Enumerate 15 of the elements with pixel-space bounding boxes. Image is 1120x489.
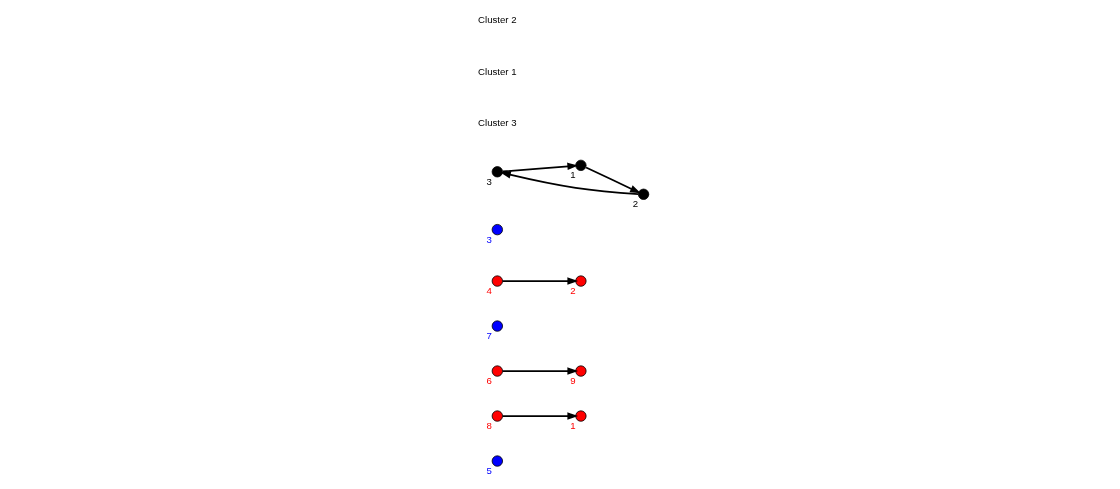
node-label: 3 bbox=[486, 233, 492, 245]
label: Cluster 3 bbox=[478, 117, 517, 129]
node-label: 5 bbox=[486, 464, 492, 476]
node-label: 8 bbox=[486, 419, 492, 431]
node-label: 1 bbox=[570, 419, 576, 431]
label: Cluster 1 bbox=[478, 65, 517, 77]
node-label: 9 bbox=[570, 374, 576, 386]
node-label: 4 bbox=[486, 285, 492, 296]
node-label: 7 bbox=[486, 329, 492, 341]
node-label: 2 bbox=[632, 198, 639, 210]
node-label: 3 bbox=[486, 175, 492, 187]
label: Cluster 2 bbox=[478, 14, 517, 26]
node-label: 6 bbox=[486, 374, 492, 386]
node-label: 2 bbox=[570, 285, 576, 296]
node-label: 1 bbox=[570, 169, 576, 181]
